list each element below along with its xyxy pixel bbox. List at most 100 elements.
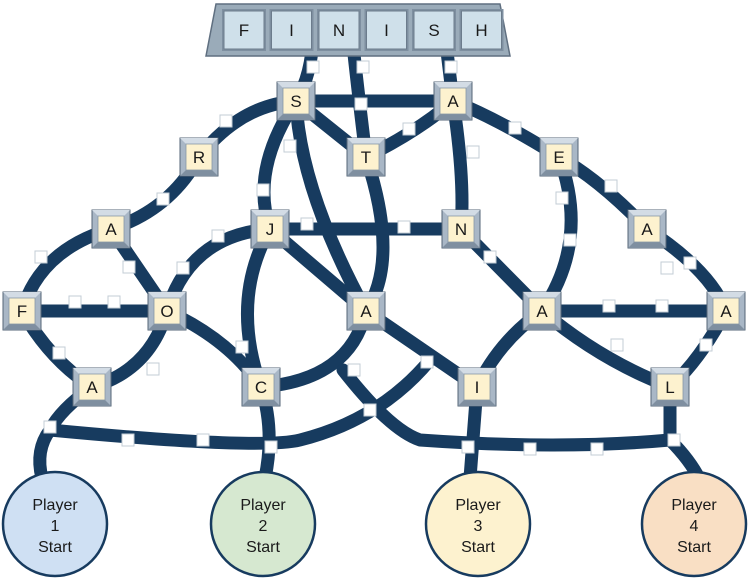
tile-n: N <box>441 209 481 249</box>
tile-letter: A <box>447 92 459 111</box>
player-start-label: 3 <box>474 518 483 535</box>
step-square <box>196 433 210 447</box>
tile-letter: R <box>193 148 205 167</box>
step-square <box>483 250 497 264</box>
path-segment <box>33 423 57 485</box>
step-square <box>156 192 170 206</box>
step-square <box>121 433 135 447</box>
tile-a-bottom-left: A <box>72 367 112 407</box>
player-start-label: Player <box>455 497 501 514</box>
tile-a-center-right: A <box>522 291 562 331</box>
finish-letter: N <box>333 21 345 40</box>
player-start-label: Player <box>32 497 78 514</box>
step-square <box>306 60 320 74</box>
tile-l: L <box>650 367 690 407</box>
tile-j: J <box>250 209 290 249</box>
tile-a-mid: A <box>346 291 386 331</box>
finish-letter-cell: N <box>317 9 361 51</box>
finish-letter-cell: F <box>222 9 266 51</box>
tile-letter: C <box>255 378 267 397</box>
step-square <box>402 122 416 136</box>
player-start-label: Start <box>38 539 72 556</box>
finish-letter: F <box>239 21 249 40</box>
tile-letter: T <box>361 148 371 167</box>
tile-a-far-right: A <box>706 291 746 331</box>
player-start-label: Start <box>246 539 280 556</box>
step-square <box>555 191 569 205</box>
step-square <box>219 114 233 128</box>
step-square <box>235 340 249 354</box>
tile-letter: S <box>290 92 301 111</box>
finish-letter: I <box>289 21 294 40</box>
finish-letter-cell: I <box>364 9 409 51</box>
step-square <box>604 179 618 193</box>
tile-r: R <box>179 137 219 177</box>
step-square <box>43 420 57 434</box>
tile-a-left: A <box>91 209 131 249</box>
tile-e: E <box>539 137 579 177</box>
finish-letter-cell: H <box>459 9 504 51</box>
step-square <box>397 220 411 234</box>
player-start-label: Player <box>240 497 286 514</box>
tile-letter: F <box>17 302 27 321</box>
tile-letter: N <box>455 220 467 239</box>
tile-letter: A <box>86 378 98 397</box>
finish-letter: H <box>475 21 487 40</box>
step-square <box>354 97 368 111</box>
tile-t: T <box>346 137 386 177</box>
step-square <box>264 440 278 454</box>
finish-letter: I <box>384 21 389 40</box>
step-square <box>655 299 669 313</box>
step-square <box>444 60 458 74</box>
finish-letter-cell: S <box>412 9 456 51</box>
player-start-label: 4 <box>690 518 699 535</box>
player-start-label: Start <box>677 539 711 556</box>
tile-f: F <box>2 291 42 331</box>
tile-letter: J <box>266 220 275 239</box>
step-square <box>176 261 190 275</box>
finish-letter: S <box>428 21 439 40</box>
step-square <box>34 250 48 264</box>
step-square <box>683 256 697 270</box>
step-square <box>146 362 160 376</box>
step-square <box>52 346 66 360</box>
tile-letter: A <box>105 220 117 239</box>
player-start-label: Player <box>671 497 717 514</box>
path-segment <box>289 94 373 318</box>
step-square <box>211 229 225 243</box>
step-square <box>590 442 604 456</box>
tile-o: O <box>147 291 187 331</box>
tile-letter: L <box>665 378 674 397</box>
step-square <box>660 261 674 275</box>
tile-s: S <box>276 81 316 121</box>
finish-letter-cell: I <box>269 9 314 51</box>
step-square <box>420 355 434 369</box>
path-segment <box>336 363 677 452</box>
path-segment <box>43 353 437 450</box>
step-square <box>300 217 314 231</box>
tile-a-top: A <box>433 81 473 121</box>
tile-a-right: A <box>627 209 667 249</box>
step-square <box>523 442 537 456</box>
step-square <box>256 183 270 197</box>
step-square <box>667 433 681 447</box>
step-square <box>363 403 377 417</box>
step-square <box>68 295 82 309</box>
tile-letter: A <box>641 220 653 239</box>
tile-letter: A <box>720 302 732 321</box>
step-square <box>347 363 361 377</box>
step-square <box>122 260 136 274</box>
step-square <box>107 295 121 309</box>
tile-letter: A <box>360 302 372 321</box>
step-square <box>602 299 616 313</box>
tile-letter: E <box>553 148 564 167</box>
step-square <box>283 139 297 153</box>
tile-letter: I <box>475 378 480 397</box>
step-square <box>699 338 713 352</box>
step-square <box>461 440 475 454</box>
